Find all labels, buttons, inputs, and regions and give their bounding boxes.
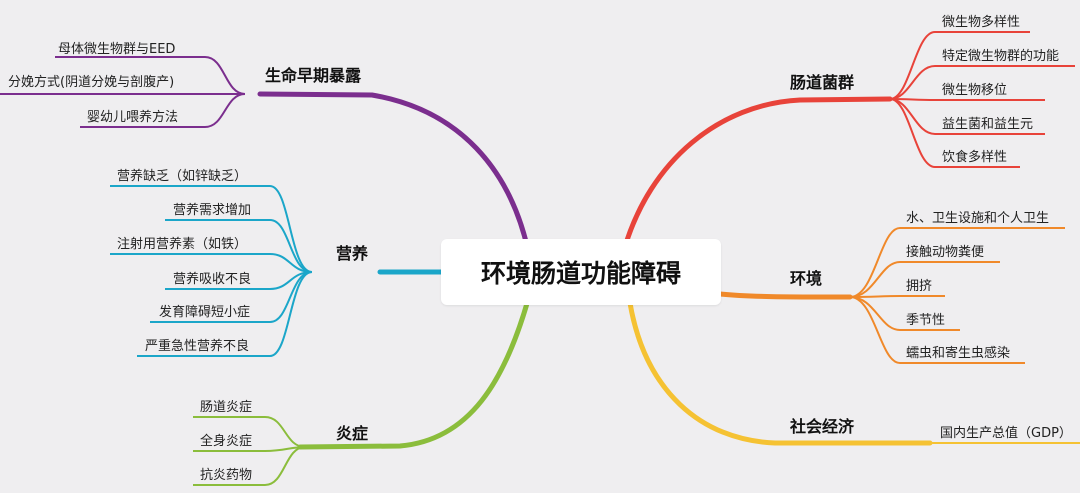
branch-early-life[interactable]: 生命早期暴露 (265, 66, 362, 85)
trunk-environment (717, 291, 853, 300)
nutrition-connectors (110, 185, 313, 357)
leaf-environment-1[interactable]: 接触动物粪便 (906, 245, 985, 260)
leaf-gut-flora-2[interactable]: 微生物移位 (942, 83, 1008, 98)
leaf-early-life-1[interactable]: 分娩方式(阴道分娩与剖腹产) (8, 75, 175, 90)
branch-socioeconomic[interactable]: 社会经济 (790, 417, 855, 436)
leaf-environment-3[interactable]: 季节性 (906, 313, 946, 328)
branch-nutrition[interactable]: 营养 (336, 244, 369, 263)
central-topic: 环境肠道功能障碍 (480, 259, 681, 288)
leaf-gut-flora-0[interactable]: 微生物多样性 (942, 15, 1021, 30)
leaf-nutrition-4[interactable]: 发育障碍短小症 (159, 305, 251, 320)
leaf-nutrition-5[interactable]: 严重急性营养不良 (145, 339, 250, 354)
leaf-environment-4[interactable]: 蠕虫和寄生虫感染 (906, 346, 1011, 361)
leaf-inflammation-2[interactable]: 抗炎药物 (200, 468, 253, 483)
leaf-early-life-2[interactable]: 婴幼儿喂养方法 (87, 110, 179, 125)
early-life-connectors (0, 56, 246, 128)
central-topic-box[interactable]: 环境肠道功能障碍 (441, 239, 721, 305)
leaf-socioeconomic-0[interactable]: 国内生产总值（GDP） (940, 426, 1072, 441)
leaf-nutrition-2[interactable]: 注射用营养素（如铁） (117, 237, 248, 252)
leaf-early-life-0[interactable]: 母体微生物群与EED (58, 42, 176, 57)
trunk-inflammation (297, 297, 531, 450)
leaf-gut-flora-3[interactable]: 益生菌和益生元 (942, 117, 1034, 132)
leaf-gut-flora-4[interactable]: 饮食多样性 (942, 150, 1008, 165)
leaf-nutrition-3[interactable]: 营养吸收不良 (173, 272, 252, 287)
leaf-nutrition-1[interactable]: 营养需求增加 (173, 203, 252, 218)
trunk-gut-flora (621, 96, 893, 253)
leaf-environment-2[interactable]: 拥挤 (906, 279, 933, 294)
leaf-inflammation-1[interactable]: 全身炎症 (200, 434, 253, 449)
leaf-gut-flora-1[interactable]: 特定微生物群的功能 (942, 49, 1060, 64)
leaf-inflammation-0[interactable]: 肠道炎症 (200, 400, 253, 415)
trunk-early-life (257, 91, 531, 253)
trunk-socioeconomic (627, 300, 933, 446)
inflammation-connectors (193, 416, 306, 486)
gut-flora-connectors (889, 31, 1075, 168)
branch-inflammation[interactable]: 炎症 (336, 424, 369, 443)
branch-gut-flora[interactable]: 肠道菌群 (790, 73, 855, 92)
leaf-nutrition-0[interactable]: 营养缺乏（如锌缺乏） (117, 169, 248, 184)
environment-connectors (849, 227, 1065, 364)
leaf-environment-0[interactable]: 水、卫生设施和个人卫生 (906, 211, 1050, 226)
branch-environment[interactable]: 环境 (790, 269, 823, 288)
